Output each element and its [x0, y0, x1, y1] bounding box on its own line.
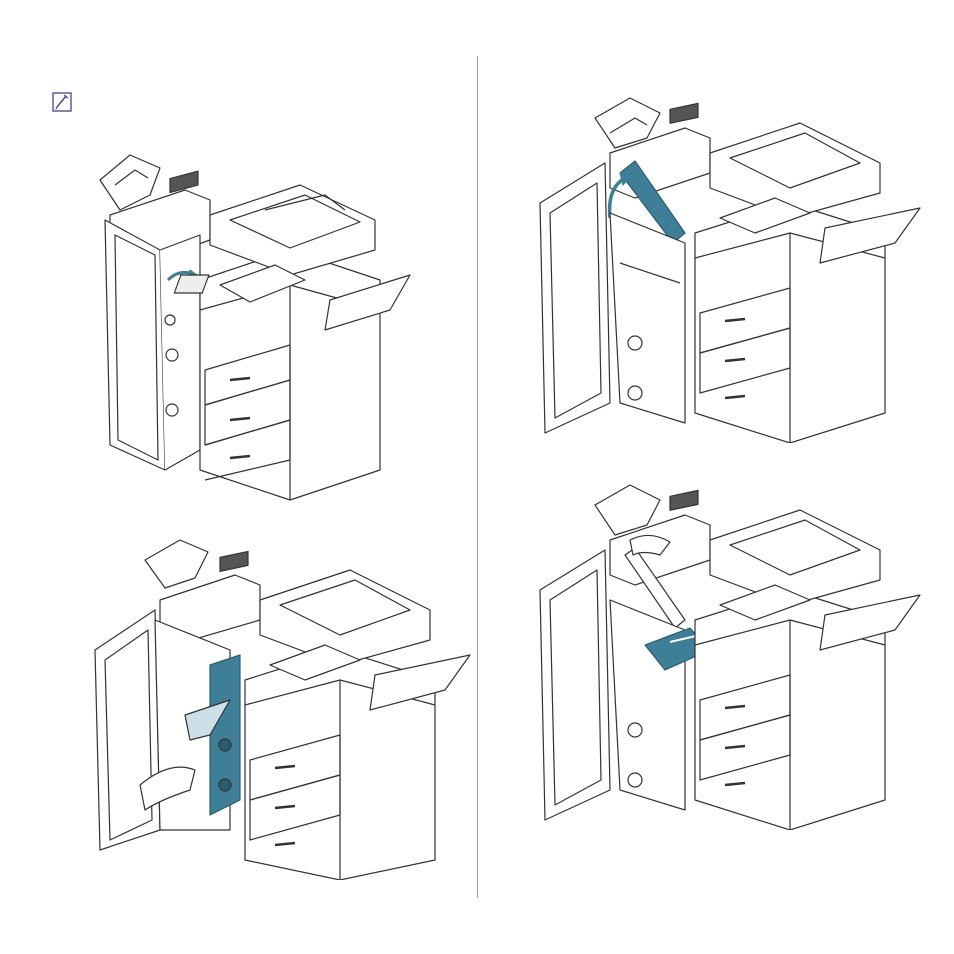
figure-step-4 [535, 480, 930, 830]
figure-step-2 [535, 93, 930, 443]
figure-step-1 [90, 140, 430, 510]
figure-step-3 [90, 530, 480, 880]
note-pencil-icon [52, 92, 72, 112]
